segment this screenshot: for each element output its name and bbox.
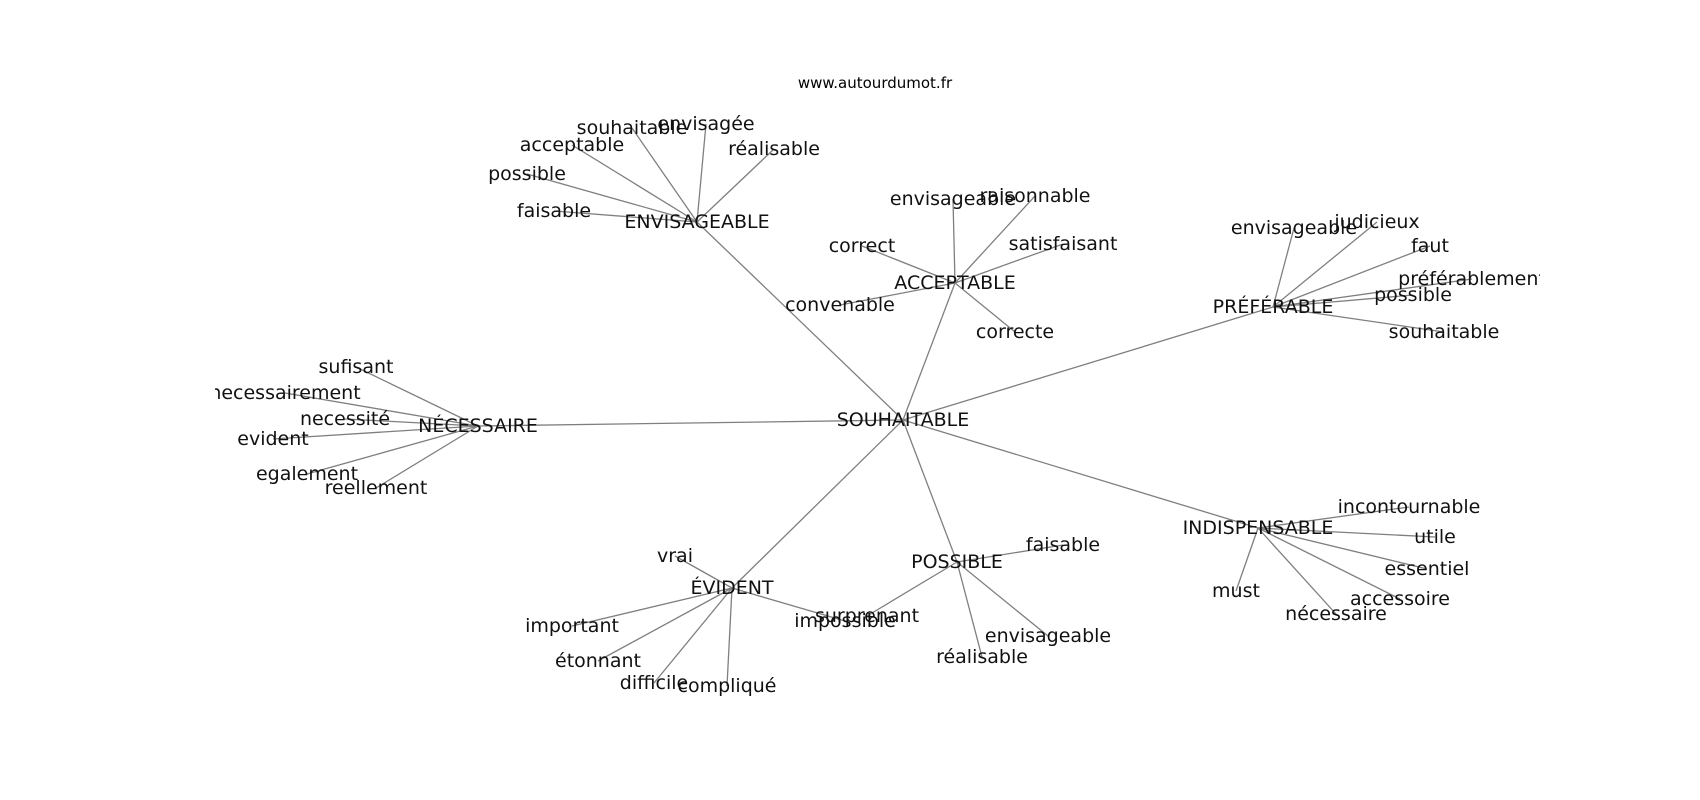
word-node-evi-etonnant: étonnant [555,650,641,672]
edge-necessaire_hub-nec_necessairement [284,392,479,427]
hub-node-souhaitable: SOUHAITABLE [837,409,970,431]
edge-indispensable_hub-ind_necessaire [1257,527,1337,615]
word-node-acc-envisageable: envisageable [890,188,1016,210]
word-node-ind-accessoire: accessoire [1350,588,1450,610]
edge-possible_hub-pos_surprenant [866,561,958,617]
word-node-nec-sufisant: sufisant [319,356,394,378]
edge-evident_hub-evi_etonnant [597,587,733,662]
word-node-env-envisagee: envisagée [657,113,754,135]
word-node-env-acceptable: acceptable [520,134,624,156]
edge-evident_hub-evi_important [571,587,733,627]
word-node-ind-must: must [1212,580,1260,602]
edge-preferable_hub-pre_envisageable [1272,227,1295,308]
edge-souhaitable-evident_hub [731,419,904,589]
edge-envisageable_hub-env_realisable [696,148,775,223]
word-node-pos-surprenant: surprenant [815,605,919,627]
hub-node-necessaire-hub: NÉCESSAIRE [418,414,538,437]
edges-layer [272,123,1473,687]
word-node-acc-raisonnable: raisonnable [979,185,1090,207]
word-node-evi-difficile: difficile [620,672,688,694]
edge-envisageable_hub-env_possible [526,173,698,223]
word-node-pre-judicieux: judicieux [1333,211,1419,233]
word-node-nec-reellement: reellement [325,477,428,499]
word-node-nec-necessite: necessité [300,408,390,430]
edge-indispensable_hub-ind_accessoire [1257,527,1401,600]
edge-acceptable_hub-acc_convenable [839,282,956,306]
word-node-env-faisable: faisable [517,200,591,222]
edge-necessaire_hub-nec_sufisant [355,366,479,427]
edge-indispensable_hub-ind_incontournable [1257,506,1410,529]
edge-necessaire_hub-nec_egalement [306,425,479,475]
word-node-pos-realisable: réalisable [936,646,1028,668]
word-node-acc-correct: correct [829,235,896,257]
edge-preferable_hub-pre_souhaitable [1272,306,1445,333]
edge-envisageable_hub-env_acceptable [571,144,698,223]
edge-indispensable_hub-ind_essentiel [1257,527,1428,570]
word-node-pos-faisable: faisable [1026,534,1100,556]
word-node-nec-evident: evident [237,428,308,450]
word-node-evi-impossible: impossible [794,610,896,632]
word-node-ind-necessaire: nécessaire [1285,603,1387,625]
word-node-nec-necessairement: necessairement [209,382,360,404]
word-node-evi-complique: compliqué [678,675,777,697]
edge-acceptable_hub-acc_envisageable [952,198,956,284]
edge-evident_hub-evi_difficile [653,587,733,684]
word-node-pre-preferablement: préférablement [1398,268,1546,290]
edge-souhaitable-preferable_hub [902,306,1274,421]
edge-preferable_hub-pre_judicieux [1272,221,1378,308]
word-node-pre-souhaitable: souhaitable [1389,321,1500,343]
hub-node-acceptable-hub: ACCEPTABLE [894,272,1015,294]
edge-possible_hub-pos_envisageable [956,561,1049,637]
edge-acceptable_hub-acc_raisonnable [954,195,1036,284]
edge-acceptable_hub-acc_correct [861,245,956,284]
word-node-acc-satisfaisant: satisfaisant [1009,233,1118,255]
hub-node-evident-hub: ÉVIDENT [690,576,773,599]
edge-preferable_hub-pre_possible [1272,294,1414,308]
labels-layer: SOUHAITABLE ENVISAGEABLE ACCEPTABLE PRÉFÉRA… [209,113,1546,697]
edge-envisageable_hub-env_faisable [553,210,698,223]
edge-preferable_hub-pre_preferablement [1272,278,1473,308]
edge-acceptable_hub-acc_correcte [954,282,1016,333]
word-node-env-possible: possible [488,163,566,185]
edge-souhaitable-necessaire_hub [477,419,904,427]
word-node-pre-possible: possible [1374,284,1452,306]
word-node-acc-convenable: convenable [785,294,895,316]
edge-indispensable_hub-ind_must [1235,527,1259,592]
edge-necessaire_hub-nec_necessite [344,418,479,427]
hub-node-preferable-hub: PRÉFÉRABLE [1213,295,1334,318]
word-node-env-souhaitable: souhaitable [577,117,688,139]
site-credit: www.autourdumot.fr [798,74,953,92]
edge-envisageable_hub-env_souhaitable [631,127,698,223]
word-node-acc-correcte: correcte [976,321,1054,343]
hub-node-possible-hub: POSSIBLE [911,551,1003,573]
edge-possible_hub-pos_faisable [956,544,1064,563]
edge-souhaitable-acceptable_hub [902,282,956,421]
word-node-nec-egalement: egalement [256,463,358,485]
edge-indispensable_hub-ind_utile [1257,527,1436,538]
edge-acceptable_hub-acc_satisfaisant [954,243,1064,284]
edge-possible_hub-pos_realisable [956,561,983,658]
edge-evident_hub-evi_vrai [674,555,733,589]
word-node-ind-utile: utile [1414,526,1456,548]
edge-envisageable_hub-env_envisagee [696,123,707,223]
hub-node-indispensable-hub: INDISPENSABLE [1183,517,1334,539]
hub-node-envisageable-hub: ENVISAGEABLE [624,211,769,233]
word-node-pre-envisageable: envisageable [1231,217,1357,239]
word-node-env-realisable: réalisable [728,138,820,160]
word-node-ind-essentiel: essentiel [1385,558,1470,580]
edge-souhaitable-envisageable_hub [696,221,904,421]
edge-evident_hub-evi_impossible [731,587,846,622]
edge-souhaitable-possible_hub [902,419,958,563]
edge-souhaitable-indispensable_hub [902,419,1259,529]
word-node-ind-incontournable: incontournable [1338,496,1481,518]
edge-necessaire_hub-nec_reellement [375,425,479,489]
word-node-pos-envisageable: envisageable [985,625,1111,647]
edge-preferable_hub-pre_faut [1272,245,1431,308]
word-node-pre-faut: faut [1411,235,1449,257]
edge-necessaire_hub-nec_evident [272,425,479,440]
word-node-evi-vrai: vrai [657,545,693,567]
word-node-evi-important: important [525,615,619,637]
edge-evident_hub-evi_complique [726,587,733,687]
